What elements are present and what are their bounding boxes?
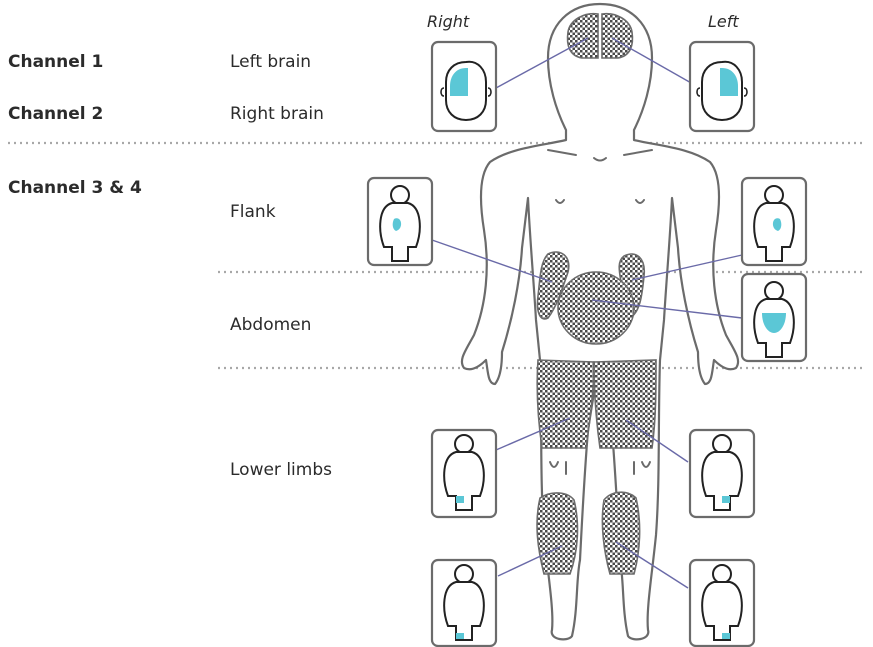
thumb-thigh-left bbox=[690, 430, 754, 517]
thumb-flank-right bbox=[368, 178, 432, 265]
sensor-patch-abdomen bbox=[558, 272, 634, 344]
thumb-abdomen bbox=[742, 274, 806, 361]
sensor-patch-calf-left bbox=[602, 492, 639, 574]
sensor-patch-thigh-right bbox=[537, 360, 594, 448]
thumb-brain-right bbox=[432, 42, 496, 131]
sensor-patch-calf-right bbox=[537, 493, 577, 574]
thumb-flank-left bbox=[742, 178, 806, 265]
thumb-calf-left bbox=[690, 560, 754, 646]
thumb-brain-left bbox=[690, 42, 754, 131]
thumb-thigh-right bbox=[432, 430, 496, 517]
thumb-calf-right bbox=[432, 560, 496, 646]
